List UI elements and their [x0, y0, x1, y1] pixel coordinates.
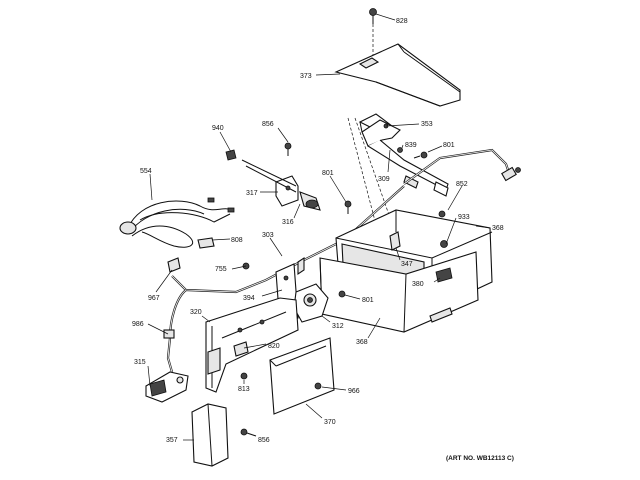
screw-856-top[interactable] [284, 142, 292, 156]
wire-harness-554[interactable] [119, 197, 235, 248]
label-966: 966 [348, 388, 360, 395]
panel-370[interactable] [269, 337, 335, 415]
screw-940[interactable] [225, 149, 237, 161]
label-801: 801 [322, 170, 334, 177]
label-394: 394 [243, 295, 255, 302]
label-315: 315 [134, 359, 146, 366]
screw-801-lower[interactable] [338, 290, 346, 298]
label-940: 940 [212, 125, 224, 132]
leader-lines [147, 13, 491, 441]
screw-966[interactable] [314, 382, 322, 390]
art-number: (ART NO. WB12113 C) [446, 455, 514, 462]
screw-828[interactable] [369, 8, 377, 25]
bolt-852[interactable] [438, 210, 446, 218]
label-967: 967 [148, 295, 160, 302]
nut-933[interactable] [440, 240, 448, 248]
igniter-bracket-317[interactable] [241, 159, 299, 207]
label-856: 856 [258, 437, 270, 444]
label-808: 808 [231, 237, 243, 244]
label-357: 357 [166, 437, 178, 444]
orifice-852[interactable] [501, 166, 521, 182]
label-801: 801 [443, 142, 455, 149]
label-933: 933 [458, 214, 470, 221]
bracket-347[interactable] [389, 231, 401, 251]
label-353: 353 [421, 121, 433, 128]
label-801: 801 [362, 297, 374, 304]
label-312: 312 [332, 323, 344, 330]
fitting-986[interactable] [163, 329, 175, 339]
screw-839[interactable] [397, 147, 403, 153]
label-986: 986 [132, 321, 144, 328]
label-852: 852 [456, 181, 468, 188]
igniter-316[interactable] [299, 191, 321, 211]
label-839: 839 [405, 142, 417, 149]
screw-801-mid[interactable] [344, 200, 352, 214]
label-317: 317 [246, 190, 258, 197]
part-380[interactable] [435, 267, 453, 283]
label-368: 368 [356, 339, 368, 346]
label-347: 347 [401, 261, 413, 268]
clip-820[interactable] [233, 341, 249, 357]
label-813: 813 [238, 386, 250, 393]
label-755: 755 [215, 266, 227, 273]
label-856: 856 [262, 121, 274, 128]
label-316: 316 [282, 219, 294, 226]
screw-801-top[interactable] [413, 151, 428, 159]
label-828: 828 [396, 18, 408, 25]
main-bracket-320[interactable] [205, 297, 299, 393]
heat-shield-373[interactable] [334, 43, 461, 107]
screw-856-bottom[interactable] [240, 428, 257, 437]
fitting-967[interactable] [167, 257, 181, 273]
label-380: 380 [412, 281, 424, 288]
label-320: 320 [190, 309, 202, 316]
regulator-315[interactable] [145, 371, 189, 403]
screw-813[interactable] [240, 372, 248, 380]
label-370: 370 [324, 419, 336, 426]
label-820: 820 [268, 343, 280, 350]
label-368: 368 [492, 225, 504, 232]
burner-bracket-353[interactable] [358, 113, 449, 197]
label-373: 373 [300, 73, 312, 80]
clip-808[interactable] [197, 237, 215, 249]
part-labels: 828 373 353 801 839 940 856 309 554 317 … [132, 18, 504, 444]
label-309: 309 [378, 176, 390, 183]
panel-357[interactable] [191, 403, 229, 467]
label-554: 554 [140, 168, 152, 175]
label-303: 303 [262, 232, 274, 239]
